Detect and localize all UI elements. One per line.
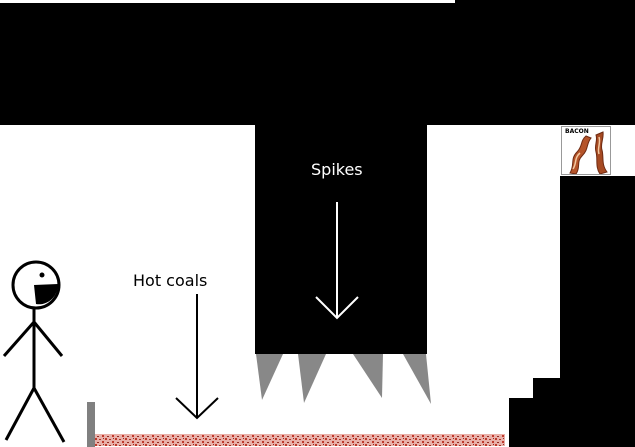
- player-mouth: [34, 284, 58, 305]
- spike-icon: [298, 354, 326, 403]
- player-eye: [39, 272, 45, 278]
- arrow-down-icon: [175, 294, 219, 420]
- stair-step-lower: [509, 398, 535, 447]
- bacon-label: BACON: [565, 128, 589, 135]
- bacon-icon: [569, 131, 608, 174]
- arrow-down-icon: [315, 202, 359, 320]
- hot-coals-label: Hot coals: [133, 271, 208, 290]
- crusher-block: [255, 125, 427, 354]
- ceiling-block: [0, 3, 635, 125]
- spike-icon: [256, 354, 283, 400]
- right-tower: [560, 176, 635, 447]
- spikes-label: Spikes: [311, 160, 363, 179]
- spike-icon: [403, 354, 431, 404]
- ceiling-top-strip: [455, 0, 635, 3]
- hot-coals: [95, 434, 505, 446]
- bacon-pickup[interactable]: BACON: [561, 126, 611, 175]
- stair-step-upper: [533, 378, 563, 447]
- ledge-post: [87, 402, 95, 447]
- stick-figure-icon[interactable]: [0, 258, 80, 447]
- spike-icon: [353, 354, 383, 398]
